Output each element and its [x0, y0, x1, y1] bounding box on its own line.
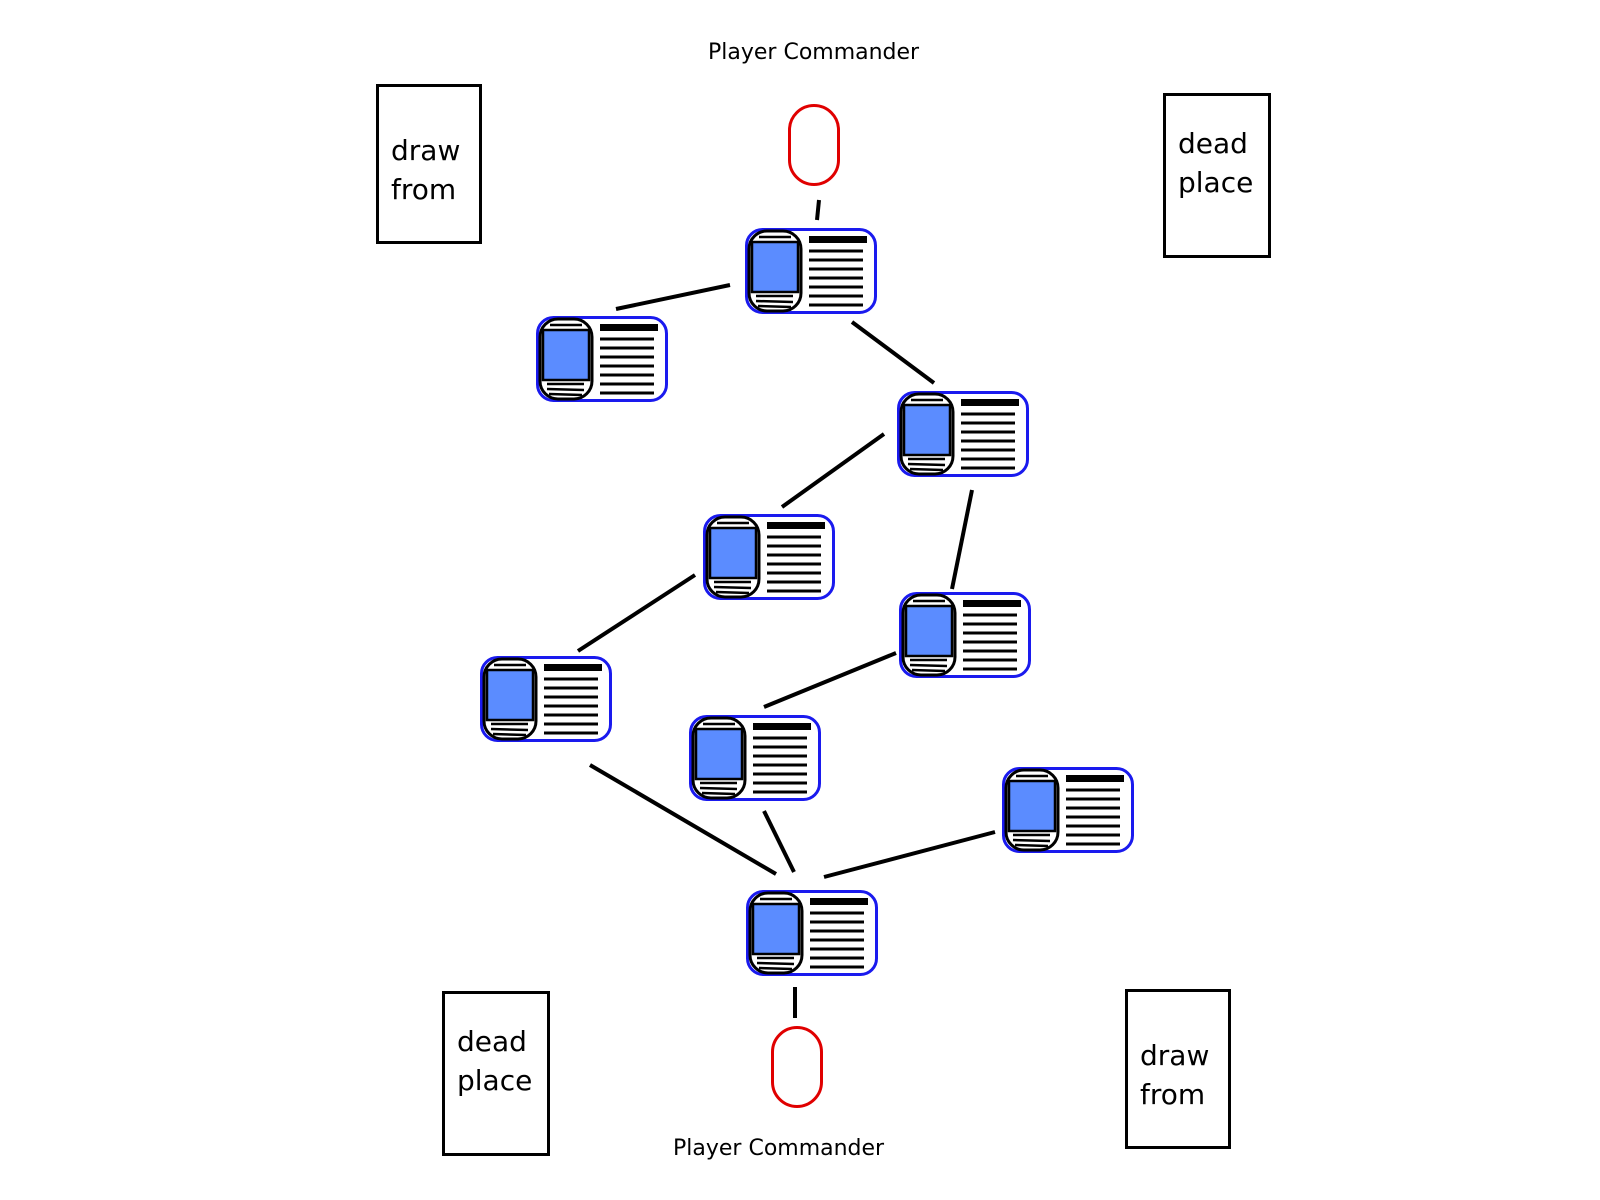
bottom-commander-token[interactable] — [771, 1026, 823, 1108]
unit-card-icon[interactable] — [536, 316, 668, 402]
connector-line — [823, 830, 996, 879]
top-commander-token[interactable] — [788, 104, 840, 186]
connector-line — [950, 489, 974, 590]
dead-pile-top-label: dead place — [1178, 124, 1253, 202]
unit-card-icon[interactable] — [745, 228, 877, 314]
connector-line — [763, 651, 897, 709]
connector-line — [815, 199, 821, 221]
connector-line — [762, 810, 796, 873]
unit-card-icon[interactable] — [703, 514, 835, 600]
draw-pile-top[interactable]: draw from — [376, 84, 482, 244]
unit-card-icon[interactable] — [899, 592, 1031, 678]
dead-pile-bottom-label: dead place — [457, 1022, 532, 1100]
dead-pile-bottom-line1: dead — [457, 1025, 527, 1058]
unit-card-icon[interactable] — [746, 890, 878, 976]
draw-pile-top-line2: from — [391, 173, 457, 206]
dead-pile-bottom[interactable]: dead place — [442, 991, 550, 1156]
draw-pile-top-line1: draw — [391, 134, 461, 167]
bottom-commander-label: Player Commander — [673, 1136, 885, 1161]
unit-card-icon[interactable] — [1002, 767, 1134, 853]
unit-card-icon[interactable] — [480, 656, 612, 742]
draw-pile-bottom-line2: from — [1140, 1078, 1206, 1111]
dead-pile-top[interactable]: dead place — [1163, 93, 1271, 258]
unit-card-icon[interactable] — [689, 715, 821, 801]
top-commander-label: Player Commander — [708, 40, 920, 65]
draw-pile-bottom-line1: draw — [1140, 1039, 1210, 1072]
draw-pile-bottom[interactable]: draw from — [1125, 989, 1231, 1149]
draw-pile-top-label: draw from — [391, 131, 460, 209]
unit-card-icon[interactable] — [897, 391, 1029, 477]
connector-line — [588, 763, 778, 876]
dead-pile-top-line1: dead — [1178, 127, 1248, 160]
connector-line — [780, 432, 886, 509]
connector-line — [576, 573, 697, 653]
dead-pile-top-line2: place — [1178, 166, 1254, 199]
draw-pile-bottom-label: draw from — [1140, 1036, 1209, 1114]
connector-line — [615, 283, 731, 311]
connector-line — [850, 320, 936, 385]
dead-pile-bottom-line2: place — [457, 1064, 533, 1097]
